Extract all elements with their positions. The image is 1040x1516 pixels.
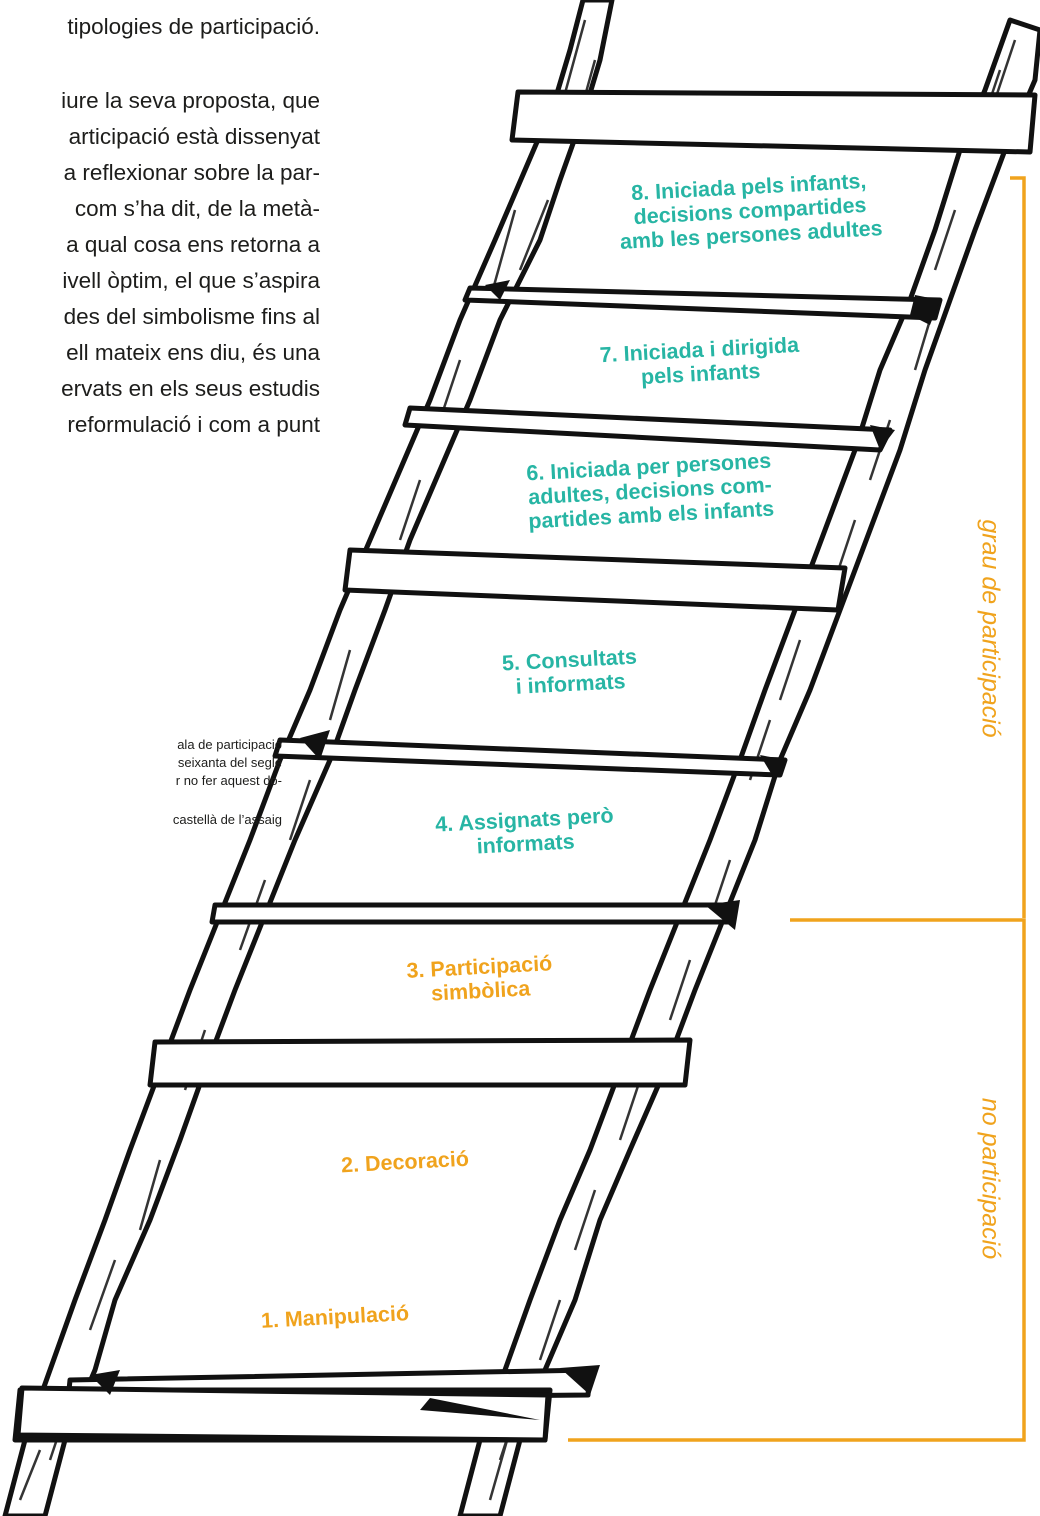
- footnote-line: seixanta del segle: [177, 755, 282, 770]
- brackets: [568, 176, 1026, 1442]
- body-text-line: ervats en els seus estudis: [61, 376, 320, 401]
- ladder-rung: [509, 89, 1038, 155]
- ladder-rung: [402, 405, 893, 453]
- body-text-line: ivell òptim, el que s’aspira: [62, 268, 320, 293]
- ladder-rung: [462, 285, 943, 321]
- body-text-line: com s’ha dit, de la metà-: [74, 196, 320, 221]
- body-text-line: des del simbolisme fins al: [63, 304, 320, 329]
- ladder-rung: [272, 737, 788, 778]
- footnote-line: ala de participació: [177, 737, 282, 752]
- non-participation-bracket: [568, 918, 1026, 1442]
- participation-label: grau de participació: [976, 519, 1005, 738]
- body-text-line: reformulació i com a punt: [67, 412, 320, 437]
- ladder-rung: [147, 1037, 693, 1088]
- body-text-line: a reflexionar sobre la par-: [63, 160, 320, 185]
- ladder-rung: [15, 1385, 551, 1443]
- body-text-line: articipació està dissenyat: [68, 124, 320, 149]
- non-participation-label: no participació: [976, 1097, 1005, 1260]
- ladder-rung: [342, 547, 848, 613]
- body-text-line: tipologies de participació.: [67, 14, 320, 39]
- body-text-line: ell mateix ens diu, és una: [66, 340, 320, 365]
- body-text-line: a qual cosa ens retorna a: [66, 232, 320, 257]
- footnote-line: r no fer aquest do-: [175, 773, 282, 788]
- ladder-rung: [209, 902, 738, 925]
- body-text-line: iure la seva proposta, que: [61, 88, 320, 113]
- participation-bracket: [1010, 176, 1026, 918]
- footnote-line: castellà de l’assaig: [172, 812, 282, 827]
